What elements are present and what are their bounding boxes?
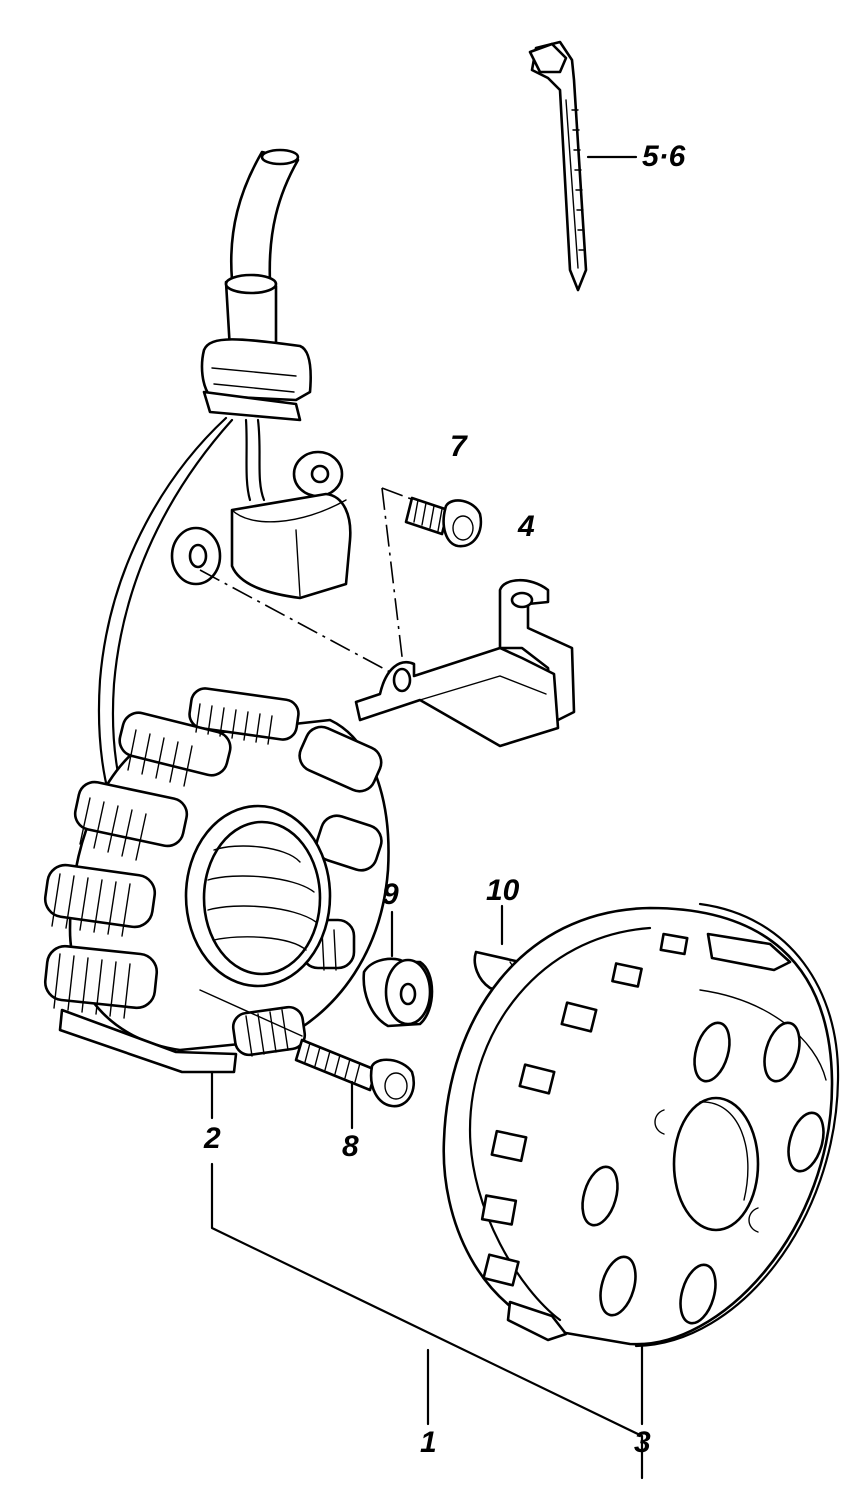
rotor-part	[442, 902, 840, 1348]
callout-1: 1	[420, 1426, 437, 1459]
bolt-8-part	[199, 989, 415, 1108]
spacer-9-part	[362, 957, 434, 1028]
bolt-7-part	[404, 496, 483, 548]
alignment-line-7	[381, 487, 415, 691]
callout-10: 10	[486, 874, 520, 907]
pickup-coil-part	[170, 450, 352, 600]
callout-3: 3	[634, 1426, 651, 1459]
callout-2: 2	[204, 1122, 221, 1155]
callout-4: 4	[518, 510, 535, 543]
callout-5-6: 5·6	[642, 140, 686, 173]
cable-tie-part	[528, 40, 588, 292]
bracket-4-part	[354, 578, 576, 748]
callout-7: 7	[450, 430, 467, 463]
assembly-bracket-1	[210, 1162, 644, 1480]
callout-9: 9	[382, 878, 399, 911]
stator-assembly-part	[43, 687, 390, 1074]
wire-harness-part	[97, 148, 312, 822]
callout-8: 8	[342, 1130, 359, 1163]
